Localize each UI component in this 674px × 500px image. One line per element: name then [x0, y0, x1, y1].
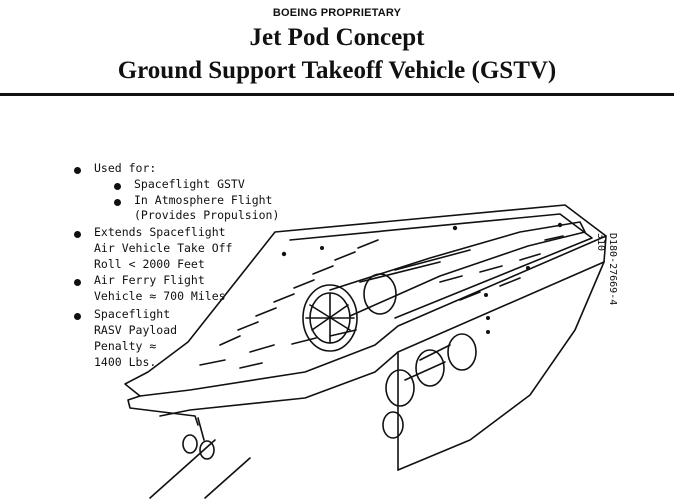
rib [334, 251, 356, 261]
rib [255, 307, 277, 317]
nose-wheel [199, 440, 215, 460]
rib [199, 359, 226, 366]
bullet-text: RASV Payload [94, 323, 178, 337]
bullet-dot [74, 231, 81, 238]
rib [237, 321, 259, 331]
page-title: Jet Pod Concept [249, 24, 425, 51]
bullet-dot [74, 279, 81, 286]
fan-blades [305, 292, 355, 344]
bullet-dot [74, 167, 81, 174]
rib [329, 329, 357, 337]
rib [479, 265, 503, 273]
gear-strut [404, 344, 451, 381]
sub-bullet-dot [114, 183, 121, 190]
rib [312, 265, 334, 275]
rib [357, 239, 379, 249]
rib [519, 253, 541, 261]
main-wheel [382, 411, 404, 439]
bullet-label: Used for: [94, 161, 157, 175]
engine-nacelle [329, 221, 586, 317]
proprietary-label: BOEING PROPRIETARY [272, 7, 402, 19]
header-divider [0, 93, 674, 96]
bullet-text: Air Ferry Flight [94, 273, 205, 287]
bullet-dot [74, 313, 81, 320]
bullet-text: Roll < 2000 Feet [94, 257, 205, 271]
rib [439, 275, 463, 283]
nose-wheel [182, 434, 198, 454]
platform-inner-rim [289, 213, 593, 319]
nose-gear-strut [197, 417, 205, 441]
runway-line [204, 457, 251, 499]
bullet-text: Vehicle ≈ 700 Miles [94, 289, 226, 303]
bullet-text: 1400 Lbs. [94, 355, 157, 369]
main-wheel [447, 333, 477, 371]
main-wheel [415, 349, 445, 387]
engine-nacelle-line [359, 249, 471, 283]
document-number-line: D180-27669-4 [607, 233, 618, 306]
sub-bullet-text: (Provides Propulsion) [134, 208, 280, 222]
main-wheel [385, 369, 415, 407]
rib [249, 344, 275, 353]
hull-bottom [397, 261, 605, 471]
bullet-text: Extends Spaceflight [94, 225, 226, 239]
document-number: D180-27669-4 310 [594, 233, 618, 305]
bullet-text: Air Vehicle Take Off [94, 241, 233, 255]
bullet-text: Penalty ≈ [94, 339, 157, 353]
rib [219, 335, 241, 346]
page-subtitle: Ground Support Takeoff Vehicle (GSTV) [117, 57, 557, 84]
rib [293, 279, 315, 289]
rib [239, 362, 263, 369]
sub-bullet-dot [114, 199, 121, 206]
document-page-number: 310 [595, 233, 606, 252]
runway-line [149, 439, 216, 499]
tow-bar [127, 395, 199, 426]
platform-outline [124, 204, 607, 397]
rib [273, 293, 295, 303]
rib [499, 277, 521, 287]
sub-bullet-text: Spaceflight GSTV [134, 177, 245, 191]
sub-bullet-text: In Atmosphere Flight [134, 193, 273, 207]
rib [291, 337, 317, 345]
engine-hub [363, 273, 397, 315]
rib [544, 235, 564, 241]
engine-fan [302, 284, 358, 352]
bullet-text: Spaceflight [94, 307, 171, 321]
rib [459, 291, 481, 301]
